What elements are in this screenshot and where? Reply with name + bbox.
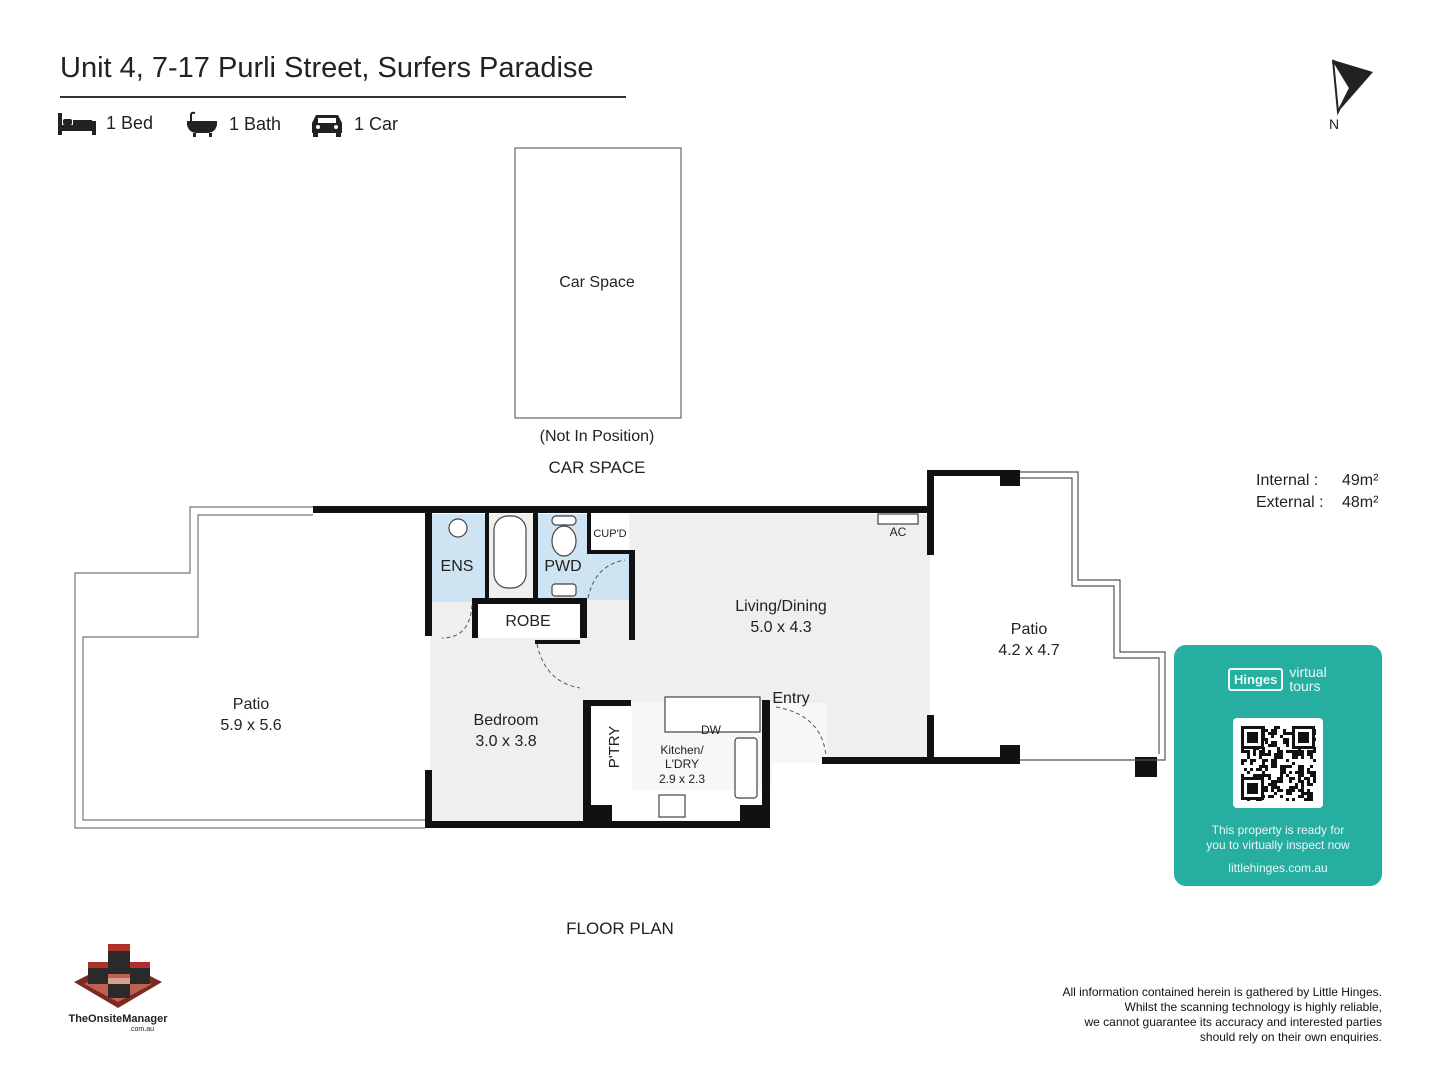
room-name: AC (890, 525, 907, 539)
feature-label: 1 Bed (106, 112, 154, 133)
feature-label: 1 Car (354, 113, 399, 134)
disclaimer: All information contained herein is gath… (1062, 985, 1382, 1045)
entry-floor (772, 703, 827, 763)
dishwasher-label: DW (701, 723, 722, 737)
svg-text:TheOnsiteManager: TheOnsiteManager (68, 1013, 168, 1025)
room-size: 3.0 x 3.8 (475, 733, 536, 750)
brand-virtual: virtual (1289, 664, 1327, 680)
room-size: 5.9 x 5.6 (220, 717, 281, 734)
room-name: Bedroom (474, 712, 539, 729)
internal-label: Internal : (1256, 472, 1319, 489)
tour-message-line: This property is ready for (1211, 823, 1345, 837)
car-space-label: Car Space (559, 274, 635, 291)
room-name: ENS (441, 558, 474, 575)
door-swings (441, 559, 827, 757)
room-size: 4.2 x 4.7 (998, 642, 1059, 659)
feature-beds: 1 Bed (58, 111, 153, 135)
kitchen-bench (664, 696, 761, 733)
qr-code-icon (1241, 726, 1316, 801)
room-name: Patio (233, 696, 270, 713)
room-name: Patio (1011, 621, 1048, 638)
north-arrow-icon: N (1329, 59, 1373, 132)
pwd-basin-icon (551, 583, 577, 597)
room-size: 2.9 x 2.3 (659, 772, 705, 786)
room-name: L'DRY (665, 757, 699, 771)
room-size: 5.0 x 4.3 (750, 619, 811, 636)
patio-right-outline (1020, 471, 1166, 761)
room-name: Kitchen/ (660, 743, 704, 757)
feature-label: 1 Bath (229, 113, 282, 134)
patio-left (74, 506, 425, 829)
external-value: 48m² (1342, 494, 1379, 511)
property-title: Unit 4, 7-17 Purli Street, Surfers Parad… (60, 52, 594, 84)
room-name: P'TRY (606, 726, 623, 769)
feature-cars: 1 Car (310, 111, 398, 137)
car-space-title: CAR SPACE (549, 458, 646, 477)
disclaimer-line: we cannot guarantee its accuracy and int… (1084, 1015, 1382, 1029)
title-underline (60, 96, 626, 98)
north-label: N (1329, 116, 1339, 132)
feature-baths: 1 Bath (185, 111, 281, 137)
floor-plan-title: FLOOR PLAN (566, 919, 674, 938)
room-name: Entry (772, 690, 809, 707)
disclaimer-line: should rely on their own enquiries. (1199, 1030, 1382, 1044)
room-name: Living/Dining (735, 598, 827, 615)
toilet-icon (551, 525, 577, 557)
bed-icon (58, 113, 96, 135)
qr-code[interactable] (1233, 718, 1323, 808)
disclaimer-line: Whilst the scanning technology is highly… (1124, 1000, 1382, 1014)
walls (313, 470, 1157, 828)
brand-name: Hinges (1228, 667, 1284, 691)
sink-icon (734, 737, 758, 799)
tour-message-line: you to virtually inspect now (1206, 838, 1350, 852)
robe-outline (478, 604, 580, 638)
basin-icon (448, 518, 468, 538)
ac-unit (877, 513, 919, 525)
cooktop-icon (658, 794, 686, 818)
bath-icon (187, 111, 217, 137)
area-summary: Internal : 49m² External : 48m² (1256, 470, 1378, 514)
room-name: PWD (544, 558, 581, 575)
room-name: ROBE (505, 613, 550, 630)
theonsitemanager-logo: TheOnsiteManager .com.au (62, 940, 174, 1035)
brand-tours: tours (1289, 678, 1321, 694)
tour-url[interactable]: littlehinges.com.au (1228, 861, 1328, 875)
internal-value: 49m² (1342, 472, 1379, 489)
room-name: CUP'D (593, 528, 626, 540)
car-space-outline (514, 147, 682, 419)
cupboard-outline (591, 514, 629, 550)
bathtub-icon (493, 515, 527, 589)
car-icon (312, 115, 342, 137)
external-label: External : (1256, 494, 1324, 511)
car-space-note: (Not In Position) (540, 428, 655, 445)
disclaimer-line: All information contained herein is gath… (1062, 985, 1382, 999)
svg-text:.com.au: .com.au (129, 1026, 154, 1033)
